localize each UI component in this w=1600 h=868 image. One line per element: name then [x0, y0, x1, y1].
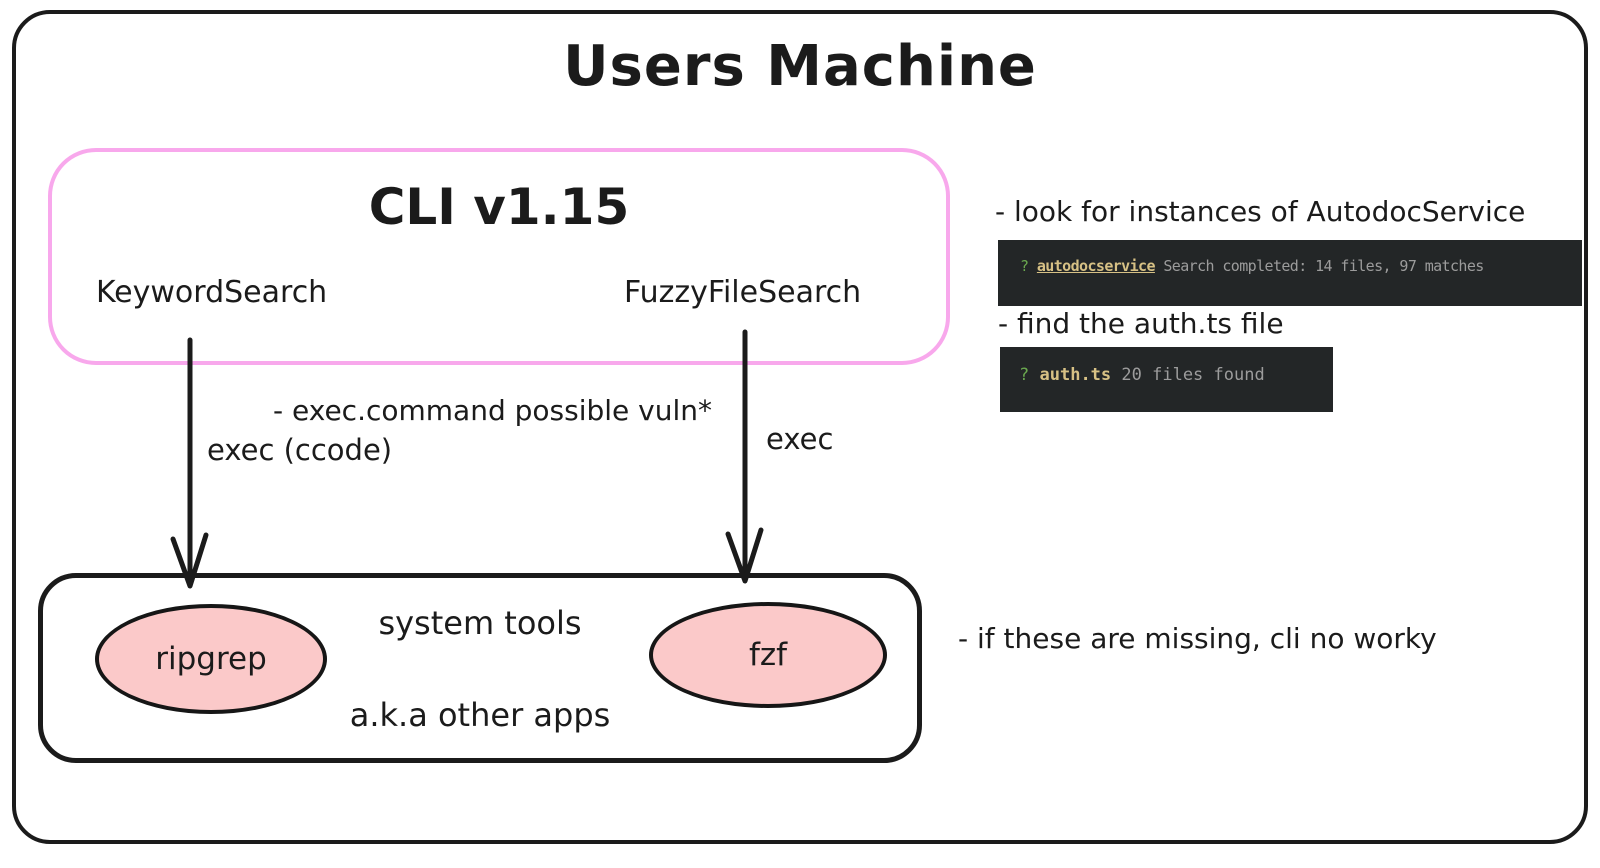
- fuzzyfilesearch-label: FuzzyFileSearch: [624, 275, 862, 310]
- terminal-query: auth.ts: [1039, 365, 1112, 385]
- system-tools-box: system tools a.k.a other apps ripgrep fz…: [38, 573, 922, 763]
- fzf-label: fzf: [748, 636, 788, 673]
- system-tools-title: system tools: [378, 604, 582, 642]
- other-apps-subtitle: a.k.a other apps: [349, 696, 611, 734]
- terminal-prompt: ?: [1020, 257, 1029, 275]
- page-title: Users Machine: [563, 34, 1037, 99]
- note-missing-tools: - if these are missing, cli no worky: [958, 622, 1437, 655]
- exec-command-vuln-note: - exec.command possible vuln*: [273, 394, 713, 427]
- exec-label: exec: [766, 422, 834, 456]
- ripgrep-label: ripgrep: [155, 640, 267, 677]
- terminal-autodocservice-search: ? autodocservice Search completed: 14 fi…: [998, 240, 1582, 306]
- exec-ccode-label: exec (ccode): [207, 433, 393, 467]
- keywordsearch-label: KeywordSearch: [96, 275, 328, 310]
- terminal-query: autodocservice: [1036, 257, 1156, 275]
- cli-box: CLI v1.15 KeywordSearch FuzzyFileSearch: [48, 148, 950, 365]
- terminal-auth-ts-search: ? auth.ts 20 files found: [1000, 347, 1333, 412]
- terminal-prompt: ?: [1019, 365, 1030, 385]
- terminal-result: 20 files found: [1121, 365, 1265, 385]
- note-find-auth-ts: - find the auth.ts file: [998, 307, 1284, 340]
- terminal-result: Search completed: 14 files, 97 matches: [1163, 257, 1484, 275]
- cli-box-title: CLI v1.15: [368, 178, 630, 236]
- fzf-ellipse: fzf: [649, 602, 887, 708]
- ripgrep-ellipse: ripgrep: [95, 604, 327, 714]
- note-look-for-autodocservice: - look for instances of AutodocService: [995, 195, 1526, 228]
- users-machine-box: [12, 10, 1588, 844]
